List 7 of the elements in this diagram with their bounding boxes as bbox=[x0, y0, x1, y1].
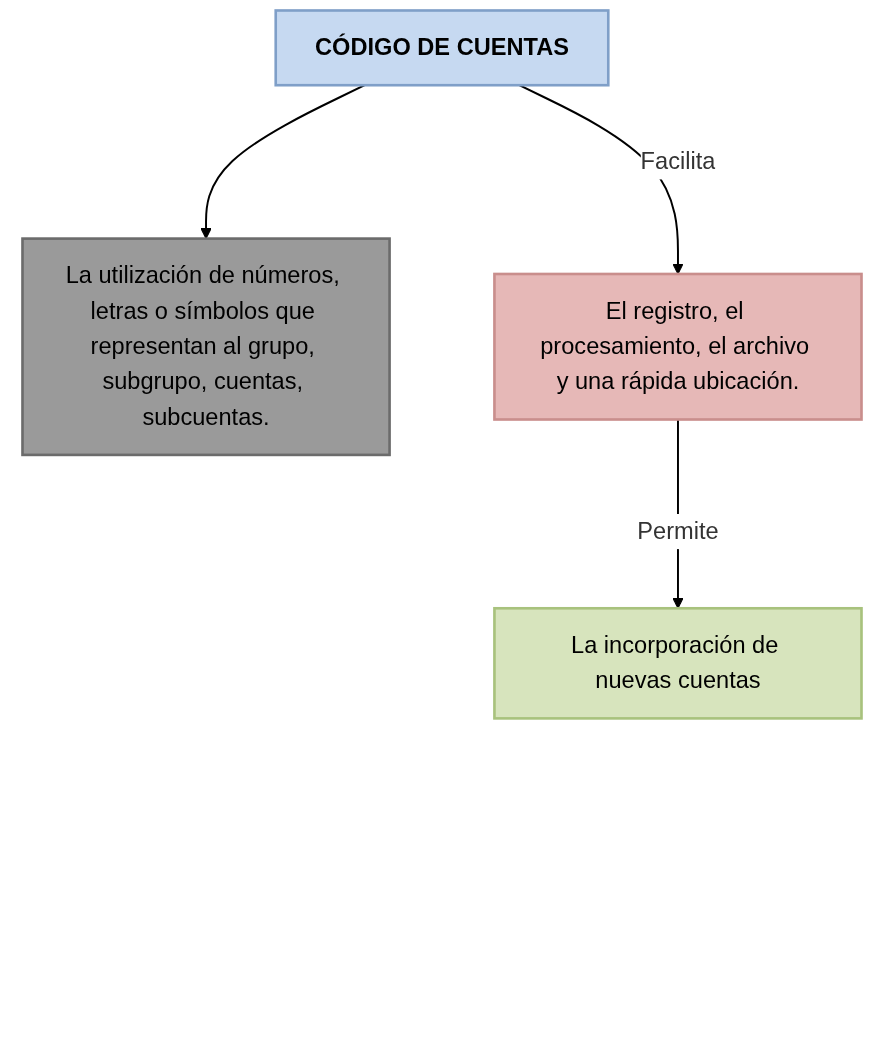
node-box bbox=[274, 9, 610, 87]
flowchart-diagram: Facilita Permite CÓDIGO DE CUENTAS La utilización de números, letras o símbolos que representan al grupo, subgrupo, cuentas, subcuentas. El registro, el procesamiento, el archivo y una rápida ubicación. La incorporación de nuevas cuentas bbox=[12, 0, 872, 729]
node-box bbox=[493, 606, 863, 720]
edge-label: Permite bbox=[637, 517, 719, 545]
edge-label: Facilita bbox=[640, 148, 716, 175]
node-box bbox=[21, 237, 391, 457]
node-box bbox=[493, 272, 863, 421]
